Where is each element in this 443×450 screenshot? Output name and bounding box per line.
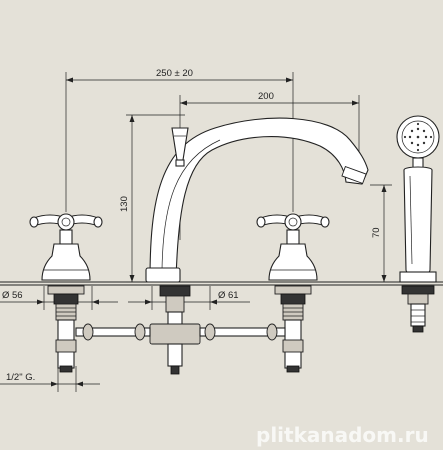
deck-line: [0, 281, 443, 286]
extension-lines: [65, 72, 392, 283]
right-valve-underdeck: [274, 285, 312, 373]
spout-height-label: 130: [119, 196, 130, 212]
shower-height-label: 70: [371, 227, 382, 238]
left-handle: [29, 213, 103, 281]
dimension-spout-height: 130: [119, 115, 135, 282]
right-handle: [256, 213, 330, 281]
left-valve-underdeck: [47, 285, 85, 373]
dimension-shower-height: 70: [371, 185, 387, 282]
watermark: plitkanadom.ru: [256, 423, 429, 447]
thread-label: 1/2" G.: [6, 372, 35, 383]
dimension-thread: 1/2" G.: [0, 366, 100, 392]
diverter-knob: [171, 127, 189, 167]
hand-shower: [396, 115, 440, 283]
spout-reach-label: 200: [258, 91, 274, 102]
overall-width-label: 250 ± 20: [156, 68, 193, 79]
spout: [145, 117, 369, 283]
dimension-spout-base: Ø 61: [128, 286, 250, 310]
connecting-pipes: [75, 323, 286, 341]
handle-base-label: Ø 56: [2, 290, 23, 301]
spout-base-label: Ø 61: [218, 290, 239, 301]
dimension-spout-reach: 200: [180, 91, 359, 106]
shower-connector-underdeck: [401, 285, 435, 333]
dimension-overall-width: 250 ± 20: [66, 68, 293, 83]
spout-shank-underdeck: [149, 285, 201, 375]
